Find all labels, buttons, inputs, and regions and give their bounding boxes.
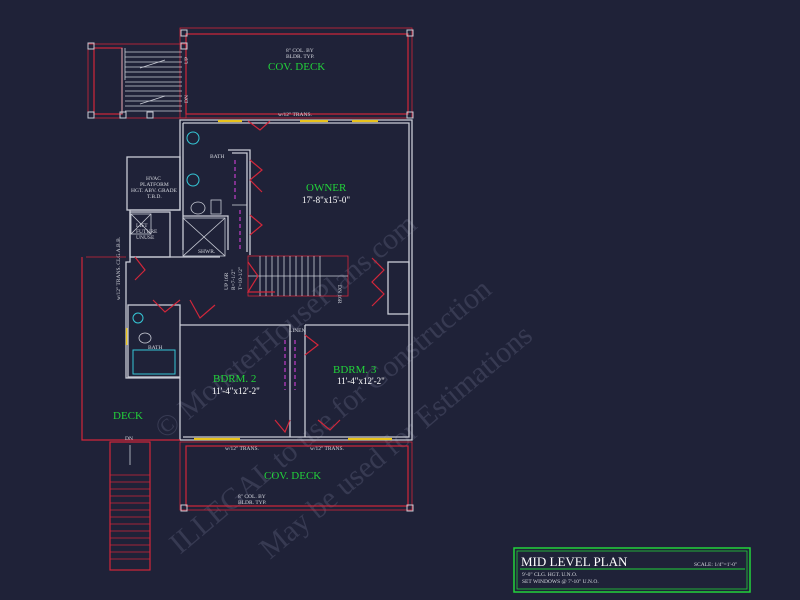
- title-block: MID LEVEL PLAN SCALE: 1/4"=1'-0" 9'-0" C…: [513, 547, 751, 593]
- shower-label: SHWR.: [198, 249, 216, 255]
- column-note-bottom-2: BLDR. TYP.: [238, 500, 267, 506]
- bdrm2-dim: 11'-4"x12'-2": [212, 386, 260, 396]
- owner-label: OWNER: [306, 182, 347, 194]
- lift-label-1: LIFT: [136, 223, 148, 229]
- toilet-icon: [190, 201, 206, 215]
- column-note-bottom-1: 8" COL. BY: [238, 494, 266, 500]
- door-swing: [304, 334, 319, 356]
- cov-deck-top-label: COV. DECK: [268, 61, 325, 73]
- column-note-top-2: BLDR. TYP.: [286, 54, 315, 60]
- column: [146, 111, 154, 119]
- linen-label: LINEN: [289, 328, 306, 334]
- column: [406, 504, 414, 512]
- center-stair: UP 16R R=7-1/2" T=10-1/2" DN 16R: [224, 255, 349, 304]
- toilet-icon: [138, 332, 152, 344]
- bath-upper-label: BATH: [210, 154, 224, 160]
- bdrm2-label: BDRM. 2: [213, 373, 256, 385]
- trans-note-bottom-right: w/12" TRANS.: [310, 446, 345, 452]
- title-note-1: 9'-0" CLG. HGT. U.N.O.: [522, 572, 578, 578]
- owner-dim: 17'-8"x15'-0": [302, 195, 350, 205]
- fixtures: [132, 131, 222, 344]
- cov-deck-bottom-label: COV. DECK: [264, 470, 321, 482]
- door-swing: [249, 214, 263, 236]
- column: [119, 111, 127, 119]
- room-labels: w/12" TRANS. OWNER 17'-8"x15'-0" BDRM. 2…: [131, 112, 385, 396]
- stair-dn-label: DN: [184, 95, 190, 103]
- sink-icon: [186, 131, 200, 145]
- sink-icon: [186, 173, 200, 187]
- column: [406, 111, 414, 119]
- door-swing: [134, 256, 146, 281]
- door-swing: [152, 299, 181, 313]
- trans-note-left: w/12" TRANS. CLG.A.B.B.: [116, 236, 122, 300]
- title-text: MID LEVEL PLAN: [521, 554, 628, 569]
- column-note-top-1: 8" COL. BY: [286, 48, 314, 54]
- deck-dn-label: DN: [125, 436, 133, 442]
- door-swing: [317, 419, 341, 431]
- door-swing: [249, 159, 263, 193]
- deck-label: DECK: [113, 410, 143, 422]
- column: [180, 42, 188, 50]
- title-note-2: SET WINDOWS @ 7'-10" U.N.O.: [522, 579, 599, 585]
- bottom-deck: COV. DECK 8" COL. BY BLDR. TYP. w/12" TR…: [179, 441, 414, 512]
- bdrm3-label: BDRM. 3: [333, 364, 377, 376]
- watermark: © MonsterHousePlans.com ILLEGAL to use f…: [148, 207, 538, 565]
- hvac-label-3: HGT. ABV. GRADE: [131, 188, 178, 194]
- watermark-line-1: © MonsterHousePlans.com: [148, 207, 423, 445]
- top-deck: UP DN 8" COL. BY BLDR. TYP. COV. DECK: [87, 27, 414, 119]
- lift-label-2: FUTURE: [136, 229, 158, 235]
- lift-label-3: UNUSE: [136, 235, 155, 241]
- trans-note-top: w/12" TRANS.: [278, 112, 313, 118]
- bath-lower-label: BATH: [148, 345, 162, 351]
- bdrm3-dim: 11'-4"x12'-2": [337, 376, 385, 386]
- doors: [134, 120, 385, 434]
- door-swing: [189, 299, 216, 319]
- stair-dn-16r: DN 16R: [336, 285, 342, 304]
- door-swing: [274, 419, 291, 434]
- trans-note-bottom-left: w/12" TRANS.: [225, 446, 260, 452]
- sink-icon: [132, 312, 144, 324]
- hvac-label-4: T.B.D.: [147, 194, 162, 200]
- stair-up-16r: UP 16R: [224, 272, 230, 290]
- interior-walls: [127, 123, 410, 437]
- column: [87, 111, 95, 119]
- stair-tread: T=10-1/2": [238, 267, 244, 290]
- door-swing: [371, 257, 385, 307]
- hvac-label-1: HVAC: [146, 176, 161, 182]
- scale-text: SCALE: 1/4"=1'-0": [694, 562, 737, 568]
- column: [180, 504, 188, 512]
- deck-stair: DN DECK w/12" TRANS. CLG.A.B.B.: [109, 236, 151, 571]
- door-swing: [247, 120, 271, 131]
- column: [180, 29, 188, 37]
- stair-up-label: UP: [184, 57, 190, 64]
- column: [406, 29, 414, 37]
- hvac-label-2: PLATFORM: [140, 182, 169, 188]
- stair-riser: R=7-1/2": [231, 269, 237, 290]
- column: [87, 42, 95, 50]
